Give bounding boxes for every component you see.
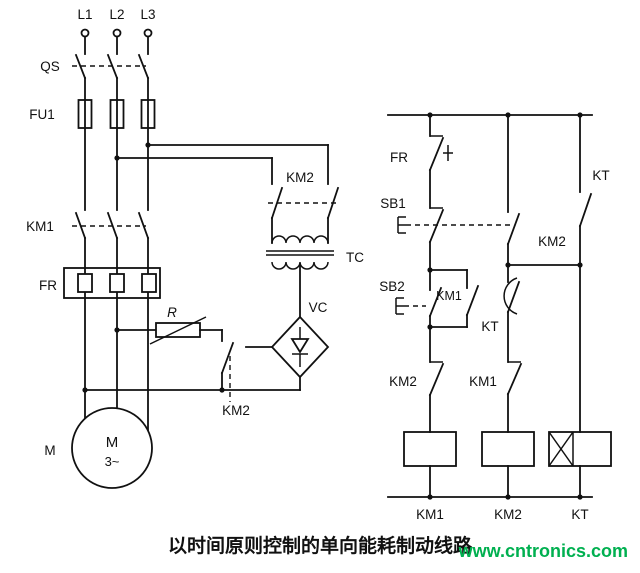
fr-heater-3 [141, 273, 157, 293]
fr-heater-2 [109, 273, 125, 293]
phase-l3-label: L3 [140, 7, 155, 22]
fr-control-contact: FR [390, 114, 453, 209]
tc-label: TC [346, 250, 364, 265]
terminal-circle-l2 [112, 28, 122, 38]
km2-transformer-label: KM2 [286, 170, 314, 185]
kt-delayed-label: KT [481, 319, 498, 334]
diagram-title: 以时间原则控制的单向能耗制动线路 [168, 534, 473, 557]
fr-overload-relay: FR [39, 267, 161, 299]
km1-coil: KM1 [403, 431, 457, 522]
phase-l1-label: L1 [77, 7, 92, 22]
motor-outer-label: M [44, 443, 55, 458]
fuse-1 [77, 99, 93, 129]
kt-top-label: KT [592, 168, 609, 183]
km1-coil-box [403, 431, 457, 467]
fu1-label: FU1 [29, 107, 55, 122]
km1-main-contacts: KM1 [26, 211, 150, 240]
watermark: www.cntronics.com [458, 541, 628, 561]
phase-wires-upper [84, 77, 149, 211]
kt-coil-label: KT [571, 507, 588, 522]
km1-interlock-label: KM1 [469, 374, 497, 389]
dc-return-wire [82, 387, 301, 393]
km2-brake-contact: KM2 [220, 329, 250, 418]
terminal-circle-l1 [80, 28, 90, 38]
kt-coil-box [548, 431, 612, 467]
tc-transformer: TC [266, 235, 364, 318]
fr-power-label: FR [39, 278, 57, 293]
qs-switch: QS [40, 53, 150, 80]
fu1-fuses: FU1 [29, 99, 156, 129]
km1-main-label: KM1 [26, 219, 54, 234]
motor-phase-label: 3~ [105, 454, 120, 469]
phase-l2-label: L2 [109, 7, 124, 22]
fr-control-label: FR [390, 150, 408, 165]
vc-diode-triangle [290, 338, 310, 354]
vc-label: VC [309, 300, 328, 315]
r-resistor: R [114, 305, 223, 345]
vc-diamond [270, 315, 330, 379]
transformer-feed-wires [114, 142, 329, 185]
sb1-stop-button: SB1 [380, 196, 510, 271]
sb1-label: SB1 [380, 196, 406, 211]
km1-selfhold-label: KM1 [436, 289, 462, 303]
km2-selfhold-label: KM2 [538, 234, 566, 249]
km2-interlock-label: KM2 [389, 374, 417, 389]
km1-coil-label: KM1 [416, 507, 444, 522]
phase-wires-lower [84, 237, 149, 432]
r-label: R [167, 305, 177, 320]
km2-brake-label: KM2 [222, 403, 250, 418]
control-rails [387, 112, 593, 500]
km2-selfhold-branch: KM2 [505, 114, 581, 283]
km2-interlock-contact: KM2 [389, 326, 445, 433]
kt-branch: KT KT [548, 114, 612, 522]
vc-rectifier: VC [245, 300, 330, 391]
motor: M 3~ M [44, 407, 153, 489]
km2-transformer-contacts: KM2 [268, 170, 340, 244]
motor-circle [71, 407, 153, 489]
phase-terminals: L1 L2 L3 [77, 7, 156, 55]
km2-coil: KM2 [481, 431, 535, 522]
fr-heater-1 [77, 273, 93, 293]
fuse-2 [109, 99, 125, 129]
terminal-circle-l3 [143, 28, 153, 38]
fr-outer-box [63, 267, 161, 299]
tc-secondary-winding [271, 261, 329, 270]
km2-coil-label: KM2 [494, 507, 522, 522]
sb2-label: SB2 [379, 279, 405, 294]
km1-interlock-contact: KM1 [469, 361, 523, 433]
kt-delayed-contact: KT [481, 277, 521, 363]
tc-primary-winding [271, 235, 329, 244]
km2-coil-box [481, 431, 535, 467]
fuse-3 [140, 99, 156, 129]
motor-inner-label: M [106, 434, 119, 451]
qs-label: QS [40, 59, 60, 74]
sb2-and-selfhold-loop: SB2 KM1 [379, 267, 480, 330]
